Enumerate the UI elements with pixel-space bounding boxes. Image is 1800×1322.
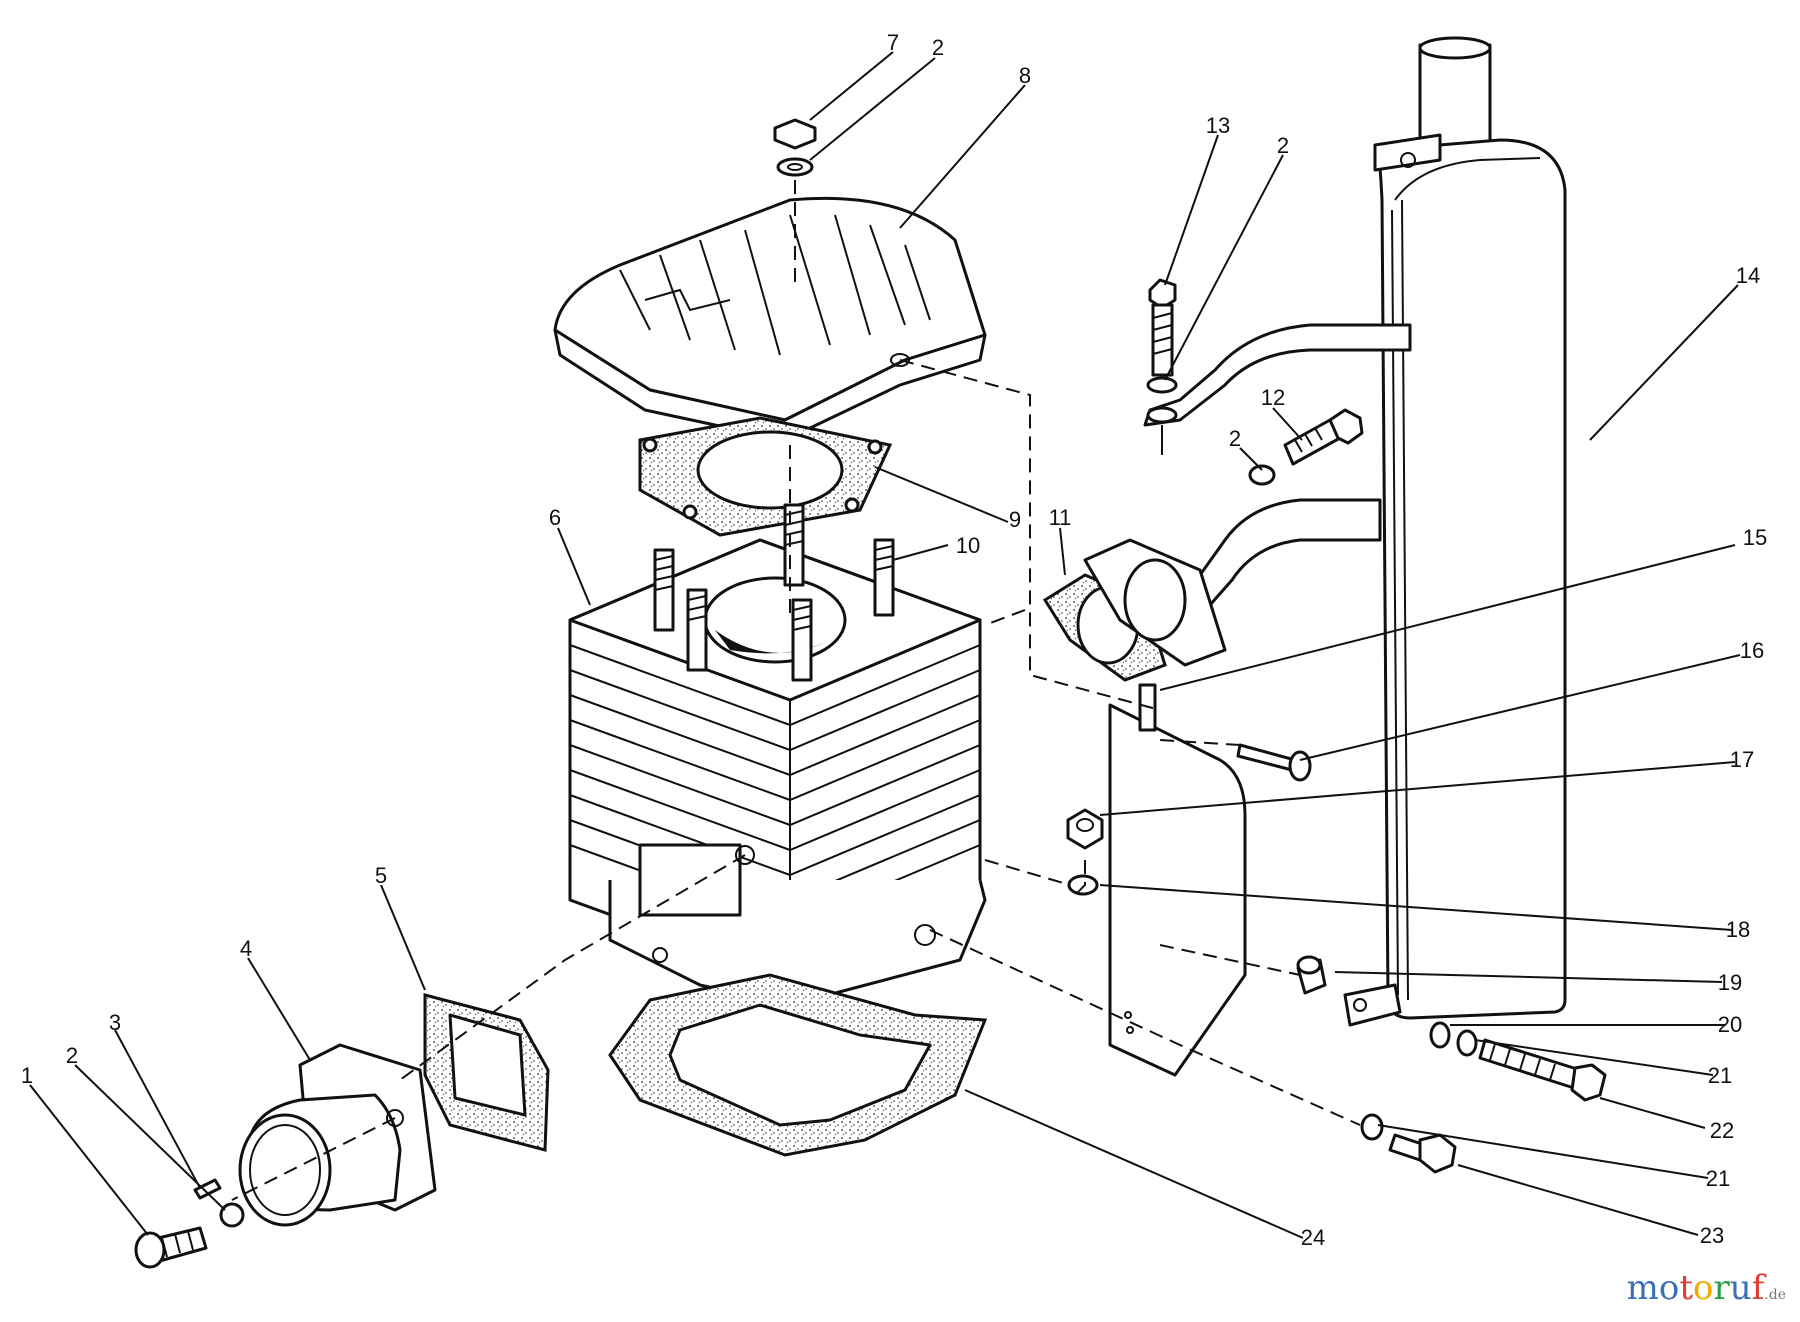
spacer-19-part: [1296, 955, 1327, 995]
bolt-12-part: [1248, 408, 1364, 486]
watermark-letter: o: [1693, 1268, 1714, 1308]
watermark-suffix: .de: [1764, 1287, 1786, 1303]
callout-13: 13: [1206, 113, 1230, 138]
callout-10: 10: [956, 533, 980, 558]
watermark-letter: m: [1626, 1268, 1659, 1308]
callout-21: 21: [1706, 1166, 1730, 1191]
bolt-23-part: [1360, 1113, 1457, 1174]
muffler-part: [1143, 36, 1567, 1027]
cylinder-head-part: [553, 196, 987, 442]
callout-2: 2: [1277, 133, 1289, 158]
callout-15: 15: [1743, 525, 1767, 550]
callout-6: 6: [549, 505, 561, 530]
callout-1: 1: [21, 1063, 33, 1088]
pin-16-part: [1236, 743, 1312, 782]
watermark-letter: o: [1658, 1268, 1680, 1308]
callout-4: 4: [240, 936, 252, 961]
callout-14: 14: [1736, 263, 1760, 288]
bolt-22-part: [1429, 1021, 1607, 1102]
motoruf-watermark-logo: motoruf.de: [1627, 1268, 1786, 1308]
callout-22: 22: [1710, 1118, 1734, 1143]
callout-8: 8: [1019, 63, 1031, 88]
callout-2: 2: [932, 35, 944, 60]
bolt-13-part: [1146, 278, 1178, 455]
assembly-lines: [231, 359, 1361, 1201]
callout-5: 5: [375, 863, 387, 888]
intake-gasket-part: [423, 993, 550, 1152]
callout-19: 19: [1718, 970, 1742, 995]
bolt-1-part: [134, 1178, 245, 1269]
callout-3: 3: [109, 1010, 121, 1035]
callout-16: 16: [1740, 638, 1764, 663]
callout-17: 17: [1730, 747, 1754, 772]
callout-20: 20: [1718, 1012, 1742, 1037]
exhaust-flange-part: [1083, 538, 1227, 667]
intake-adapter-part: [238, 1043, 437, 1227]
callout-2: 2: [1229, 426, 1241, 451]
callout-labels: 7 2 8 13 2 14 12 2 9 11 6 10 15 16 17 5 …: [21, 30, 1767, 1250]
callout-9: 9: [1009, 507, 1021, 532]
callout-18: 18: [1726, 917, 1750, 942]
callout-24: 24: [1301, 1225, 1325, 1250]
cylinder-part: [568, 538, 987, 1007]
callout-23: 23: [1700, 1223, 1724, 1248]
callout-12: 12: [1261, 385, 1285, 410]
watermark-letter: t: [1679, 1268, 1694, 1308]
watermark-letter: r: [1713, 1268, 1730, 1308]
leader-lines: [29, 51, 1741, 1239]
nut-washer-top-parts: [773, 118, 817, 290]
watermark-letter: u: [1729, 1268, 1752, 1308]
callout-21: 21: [1708, 1063, 1732, 1088]
watermark-letter: f: [1751, 1268, 1765, 1308]
head-gasket-part: [638, 416, 893, 537]
callout-11: 11: [1049, 505, 1072, 530]
callout-2: 2: [66, 1043, 78, 1068]
callout-7: 7: [887, 30, 899, 55]
base-gasket-part: [608, 973, 988, 1157]
nut-washer-shield-parts: [1066, 808, 1104, 896]
heat-shield-part: [1108, 683, 1247, 1077]
